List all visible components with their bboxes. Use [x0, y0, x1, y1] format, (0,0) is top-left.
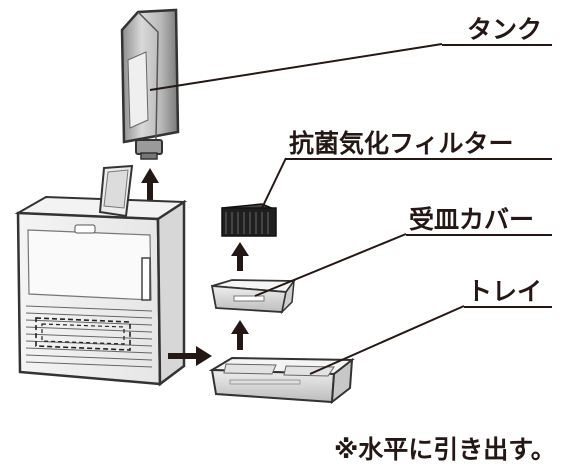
tank-leader [149, 43, 443, 91]
humidifier-body [14, 164, 188, 387]
tray-leader [309, 305, 465, 375]
filter-label: 抗菌気化フィルター [289, 129, 514, 158]
tank-label-underline [442, 44, 552, 46]
tray-label: トレイ [467, 277, 543, 306]
filter-leader [261, 157, 287, 209]
cover-removal-arrow [231, 320, 249, 350]
cover-label: 受皿カバー [409, 205, 535, 234]
filter-illustration [221, 203, 277, 237]
tray-pull-arrow [168, 346, 212, 366]
filter-label-underline [286, 158, 552, 160]
tray-label-underline [464, 306, 552, 308]
instruction-note: ※水平に引き出す。 [334, 435, 556, 464]
filter-removal-arrow [231, 242, 249, 271]
tank-illustration [120, 8, 180, 160]
tray-illustration [208, 356, 355, 405]
tank-removal-arrow [141, 168, 159, 201]
cover-leader [254, 233, 407, 297]
tank-label: タンク [467, 15, 543, 44]
leader-lines [149, 43, 465, 375]
cover-label-underline [406, 234, 552, 236]
